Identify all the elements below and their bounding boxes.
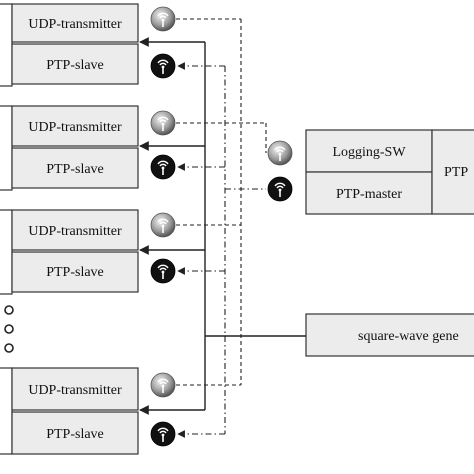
udp-links <box>176 18 267 386</box>
node-1-slave-box <box>11 43 139 85</box>
ptp-side-label: PTP <box>444 165 468 180</box>
node-4-transmitter-label: UDP-transmitter <box>28 383 122 398</box>
ptp-master-label: PTP-master <box>336 187 402 202</box>
node-4-transmitter-box <box>11 367 139 411</box>
node-1-transmitter-box <box>11 3 139 43</box>
antenna-icon <box>150 6 176 32</box>
antenna-icon <box>150 110 176 136</box>
node-4: UDP-transmitter PTP-slave <box>0 367 176 455</box>
antenna-black-icon <box>150 154 176 180</box>
ptp-master-box <box>305 171 433 215</box>
node-1: UDP-transmitter PTP-slave <box>0 3 176 87</box>
node-3: UDP-transmitter PTP-slave <box>0 209 176 295</box>
ptp-links <box>177 62 266 438</box>
node-1-frame <box>0 3 13 87</box>
node-2: UDP-transmitter PTP-slave <box>0 105 176 191</box>
node-1-transmitter-label: UDP-transmitter <box>28 17 122 32</box>
logging-sw-label: Logging-SW <box>332 145 406 160</box>
node-4-slave-box <box>11 411 139 455</box>
node-3-slave-box <box>11 251 139 293</box>
antenna-black-icon <box>267 176 293 202</box>
generator-label: square-wave gene <box>358 329 459 344</box>
node-2-slave-label: PTP-slave <box>46 162 104 177</box>
node-3-transmitter-label: UDP-transmitter <box>28 224 122 239</box>
trigger-bus <box>139 37 306 415</box>
ptp-side-box <box>431 129 474 215</box>
node-3-slave-label: PTP-slave <box>46 265 104 280</box>
square-wave-generator: square-wave gene <box>305 313 474 357</box>
ellipsis-dots <box>4 305 14 353</box>
node-3-frame <box>0 209 13 295</box>
antenna-icon <box>150 212 176 238</box>
logger-unit: Logging-SW PTP-master PTP <box>267 129 474 215</box>
antenna-black-icon <box>150 421 176 447</box>
node-2-slave-box <box>11 147 139 189</box>
node-4-frame <box>0 367 13 455</box>
antenna-icon <box>267 140 293 166</box>
node-4-slave-label: PTP-slave <box>46 427 104 442</box>
node-2-transmitter-box <box>11 105 139 147</box>
generator-box <box>305 313 474 357</box>
antenna-black-icon <box>150 53 176 79</box>
antenna-icon <box>150 372 176 398</box>
antenna-black-icon <box>150 258 176 284</box>
node-2-frame <box>0 105 13 191</box>
node-2-transmitter-label: UDP-transmitter <box>28 120 122 135</box>
node-1-slave-label: PTP-slave <box>46 58 104 73</box>
node-3-transmitter-box <box>11 209 139 251</box>
